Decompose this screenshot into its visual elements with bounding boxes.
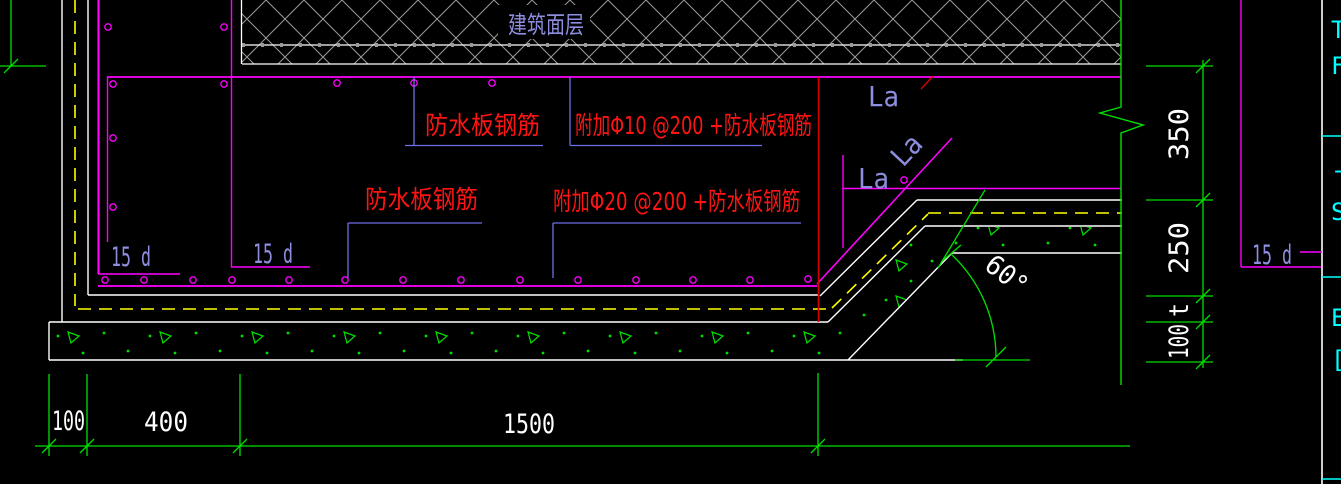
dim-bottom-400: 400 <box>144 407 188 438</box>
dim-top-left-partial <box>0 0 46 74</box>
slab-rebar-label-bottom: 防水板钢筋 <box>365 185 478 214</box>
bedding-bottom-slope <box>847 252 953 361</box>
dim-bottom-100: 100 <box>52 406 85 437</box>
hook-label-3: 15 d <box>1252 240 1292 271</box>
crosshatch-fill <box>242 0 1121 64</box>
anchorage-label-diagonal: La <box>884 128 929 173</box>
right-edge-clipped-content: T F - S E [ <box>1322 16 1341 480</box>
leader-top-right <box>569 77 762 147</box>
dim-right-extensions <box>1146 65 1213 363</box>
floor-finish-band <box>240 0 1121 65</box>
leader-lines <box>347 77 801 278</box>
bedding-concrete <box>49 226 1122 359</box>
rebar-end-tick <box>920 75 934 90</box>
slab-soffit-slope <box>819 199 918 297</box>
hook-label-1: 15 d <box>111 242 151 273</box>
edge-fragment-6: [ <box>1331 346 1341 374</box>
bedding-fill-right <box>925 227 1122 252</box>
dim-right-ticks <box>1195 58 1211 370</box>
edge-fragment-2: F <box>1331 52 1341 80</box>
anchorage-label-top: La <box>868 80 899 113</box>
dim-right-100: 100 <box>1164 324 1195 359</box>
rebar-lines <box>97 0 1322 287</box>
dim-right-350: 350 <box>1164 108 1195 160</box>
break-line <box>1097 0 1146 385</box>
annotation-texts: 建筑面层 防水板钢筋 附加Φ10 @200 +防水板钢筋 防水板钢筋 附加Φ20… <box>52 11 1292 440</box>
red-annotation-lines <box>817 75 934 322</box>
leader-bottom-right <box>552 222 801 278</box>
dim-bottom-ticks <box>41 438 826 454</box>
structure-lines <box>48 0 1323 484</box>
bedding-fill-slope <box>828 226 952 356</box>
slope-angle-label: 60° <box>979 249 1034 302</box>
dim-right-250: 250 <box>1164 222 1195 274</box>
membrane-slope <box>831 213 929 309</box>
added-rebar-label-bottom: 附加Φ20 @200 +防水板钢筋 <box>553 187 800 216</box>
added-rebar-label-top: 附加Φ10 @200 +防水板钢筋 <box>575 111 812 140</box>
edge-fragment-1: T <box>1331 16 1341 44</box>
dim-bottom-1500: 1500 <box>503 409 555 440</box>
edge-fragment-4: S <box>1331 198 1341 226</box>
angle-rays-ticks <box>937 189 1030 368</box>
angle-arc <box>950 253 997 358</box>
slab-rebar-label-top: 防水板钢筋 <box>425 111 540 140</box>
bedding-top-slope <box>827 225 926 323</box>
anchorage-label-lower: La <box>858 162 889 195</box>
edge-fragment-3: - <box>1331 156 1341 184</box>
leader-bottom-left <box>347 222 482 278</box>
label-backing <box>498 5 590 39</box>
leader-top-left <box>405 77 543 147</box>
waterproof-membrane <box>74 0 1122 310</box>
bedding-fill-left <box>49 323 848 359</box>
dimension-lines <box>0 0 1213 456</box>
dim-bottom-extensions <box>48 373 819 456</box>
dim-right-t: t <box>1164 303 1195 317</box>
edge-fragment-5: E <box>1331 304 1341 332</box>
step-diagonal-rebar <box>816 137 953 285</box>
hook-label-2: 15 d <box>253 239 293 270</box>
floor-finish-label: 建筑面层 <box>508 11 584 39</box>
